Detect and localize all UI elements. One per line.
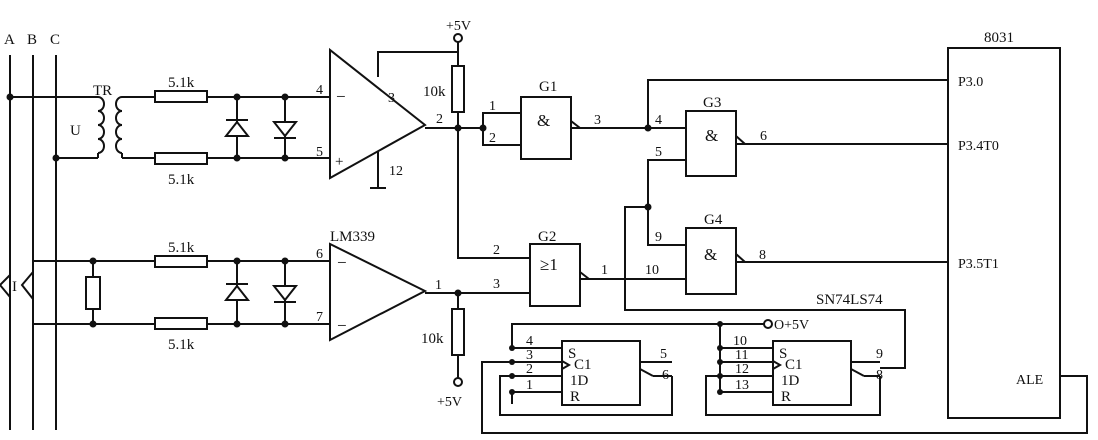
flipflop-2: S C1 1D R 9 8 O+5V 10 11 12 13 SN74LS74	[705, 292, 883, 416]
gate-g2-label: G2	[538, 229, 556, 245]
g4-pin-9: 9	[655, 230, 662, 245]
gate-g4: G4 & 8 9 10	[599, 203, 948, 369]
net-comparator-top-out: 1 2 2	[425, 99, 530, 259]
comparator-top-minus: −	[336, 87, 346, 106]
gate-g2-symbol: ≥1	[540, 255, 558, 274]
gate-g4-pin-out: 8	[759, 248, 766, 263]
gate-g3: G3 & 6 5	[647, 95, 948, 207]
resistor-bottom-in-2-label: 5.1k	[168, 337, 195, 353]
ff2-label-r: R	[781, 389, 791, 405]
comparator-bottom-label: LM339	[330, 229, 375, 245]
comparator-top-pin-12: 12	[389, 164, 403, 179]
gate-g1: G1 & 3	[520, 79, 648, 160]
g1-pin-1: 1	[489, 99, 496, 114]
ff1-pin-c: 3	[526, 348, 533, 363]
comparator-top: − + 4 5 3 12 2	[316, 47, 458, 189]
comparator-top-pin-5: 5	[316, 145, 323, 160]
resistor-pullup-bottom-label: 10k	[421, 331, 444, 347]
supply-flipflop-label: O+5V	[774, 318, 809, 333]
ale-loop	[481, 361, 1088, 434]
g2-pin-2: 2	[493, 243, 500, 258]
supply-top-label: +5V	[446, 19, 471, 34]
ff2-label-s: S	[779, 346, 787, 362]
comparator-bottom-pin-1: 1	[435, 278, 442, 293]
ff2-label-d: 1D	[781, 373, 800, 389]
resistor-top-in-1-label: 5.1k	[168, 75, 195, 91]
ff2-pin-s: 10	[733, 334, 747, 349]
comparator-top-pin-3: 3	[388, 91, 395, 106]
supply-bottom-label: +5V	[437, 395, 462, 410]
gate-g1-pin-out: 3	[594, 113, 601, 128]
comparator-top-pin-2: 2	[436, 112, 443, 127]
transformer-winding-label: U	[70, 123, 81, 139]
flipflop-1: S C1 1D R 5 6 4 3 2 1	[499, 323, 720, 416]
ff1-label-r: R	[570, 389, 580, 405]
mcu-pin-p30: P3.0	[958, 75, 983, 90]
resistor-bottom-in-1-label: 5.1k	[168, 240, 195, 256]
comparator-bottom: LM339 − − 6 7 1 3	[316, 229, 530, 342]
mcu-pin-p34: P3.4T0	[958, 139, 999, 154]
ff2-pin-qn: 8	[876, 368, 883, 383]
gate-g3-label: G3	[703, 95, 721, 111]
gate-g2-pin-out: 1	[601, 263, 608, 278]
ff2-pin-d: 12	[735, 362, 749, 377]
comparator-top-plus: +	[335, 154, 343, 170]
pullup-top: +5V 10k	[423, 19, 471, 128]
ff1-pin-r: 1	[526, 378, 533, 393]
ff2-pin-r: 13	[735, 378, 749, 393]
g3-pin-5: 5	[655, 145, 662, 160]
ff1-pin-qn: 6	[662, 368, 669, 383]
gate-g1-label: G1	[539, 79, 557, 95]
ff1-label-d: 1D	[570, 373, 589, 389]
resistor-top-in-2-label: 5.1k	[168, 172, 195, 188]
ff2-pin-c: 11	[735, 348, 748, 363]
ff2-pin-q: 9	[876, 347, 883, 362]
comparator-bottom-minus: −	[337, 253, 347, 272]
gate-g2: G2 ≥1 1	[529, 229, 608, 307]
ff2-label-c: C1	[785, 357, 803, 373]
comparator-bottom-pin-7: 7	[316, 310, 323, 325]
gate-g4-label: G4	[704, 212, 723, 228]
ff1-pin-s: 4	[526, 334, 533, 349]
comparator-top-pin-4: 4	[316, 83, 323, 98]
pullup-bottom: 10k +5V	[421, 293, 465, 410]
phase-lines: A B C	[4, 32, 60, 430]
gate-g3-pin-out: 6	[760, 129, 767, 144]
g2-pin-3: 3	[493, 277, 500, 292]
gate-g1-symbol: &	[537, 111, 550, 130]
ff1-pin-d: 2	[526, 362, 533, 377]
ff1-pin-q: 5	[660, 347, 667, 362]
gate-g4-symbol: &	[704, 245, 717, 264]
g1-pin-2: 2	[489, 131, 496, 146]
voltage-transformer: TR U	[6, 83, 155, 162]
gate-g3-symbol: &	[705, 126, 718, 145]
top-input-network: 5.1k 5.1k	[154, 75, 330, 188]
current-sensor-network: I 5.1k 5.1k	[0, 240, 330, 353]
net-g1-out: 4	[644, 79, 948, 132]
current-sensor-label: I	[12, 279, 17, 295]
g4-pin-10: 10	[645, 263, 659, 278]
mcu-pin-p35: P3.5T1	[958, 257, 999, 272]
mcu-label: 8031	[984, 30, 1014, 46]
g3-pin-4: 4	[655, 113, 662, 128]
comparator-bottom-pin-6: 6	[316, 247, 323, 262]
ff1-label-c: C1	[574, 357, 592, 373]
ff1-label-s: S	[568, 346, 576, 362]
phase-c-label: C	[50, 32, 60, 48]
mcu-8031: 8031 P3.0 P3.4T0 P3.5T1 ALE	[947, 30, 1061, 419]
transformer-label: TR	[93, 83, 112, 99]
comparator-bottom-plus: −	[337, 316, 347, 335]
phase-b-label: B	[27, 32, 37, 48]
resistor-pullup-top-label: 10k	[423, 84, 446, 100]
flipflop-part-label: SN74LS74	[816, 292, 883, 308]
mcu-pin-ale: ALE	[1016, 373, 1043, 388]
phase-a-label: A	[4, 32, 15, 48]
